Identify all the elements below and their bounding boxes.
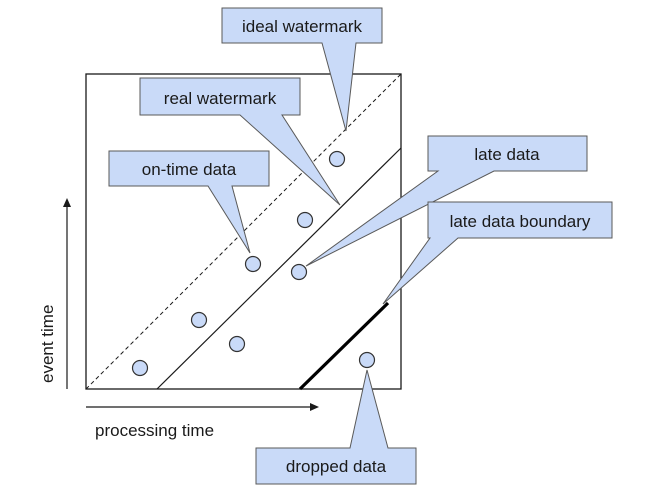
callout-late-data-boundary: late data boundary xyxy=(382,201,613,305)
callout-dropped-data: dropped data xyxy=(255,369,417,485)
data-point xyxy=(190,311,208,329)
data-point xyxy=(296,211,314,229)
callout-ideal-watermark-label: ideal watermark xyxy=(242,17,362,36)
data-point xyxy=(358,351,376,369)
callout-real-watermark-label: real watermark xyxy=(164,89,277,108)
ideal-watermark-line xyxy=(85,73,402,390)
callout-late-data-boundary-label: late data boundary xyxy=(450,212,591,231)
y-axis-label: event time xyxy=(38,305,57,383)
data-point xyxy=(131,359,149,377)
data-point xyxy=(244,255,262,273)
data-point xyxy=(290,263,308,281)
callout-real-watermark: real watermark xyxy=(139,77,341,206)
x-axis-label: processing time xyxy=(95,421,214,440)
data-point xyxy=(328,150,346,168)
plot-frame xyxy=(85,73,402,390)
callout-ideal-watermark: ideal watermark xyxy=(221,7,383,132)
callout-late-data-label: late data xyxy=(474,145,540,164)
data-point xyxy=(228,335,246,353)
callout-on-time-data-label: on-time data xyxy=(142,160,237,179)
callout-on-time-data: on-time data xyxy=(108,150,270,254)
real-watermark-line xyxy=(156,147,402,390)
callout-dropped-data-label: dropped data xyxy=(286,457,387,476)
data-points xyxy=(131,150,376,377)
y-axis-arrow xyxy=(63,198,71,389)
late-data-boundary-line xyxy=(298,301,390,391)
callout-late-data: late data xyxy=(305,135,588,267)
x-axis-arrow xyxy=(86,403,319,411)
